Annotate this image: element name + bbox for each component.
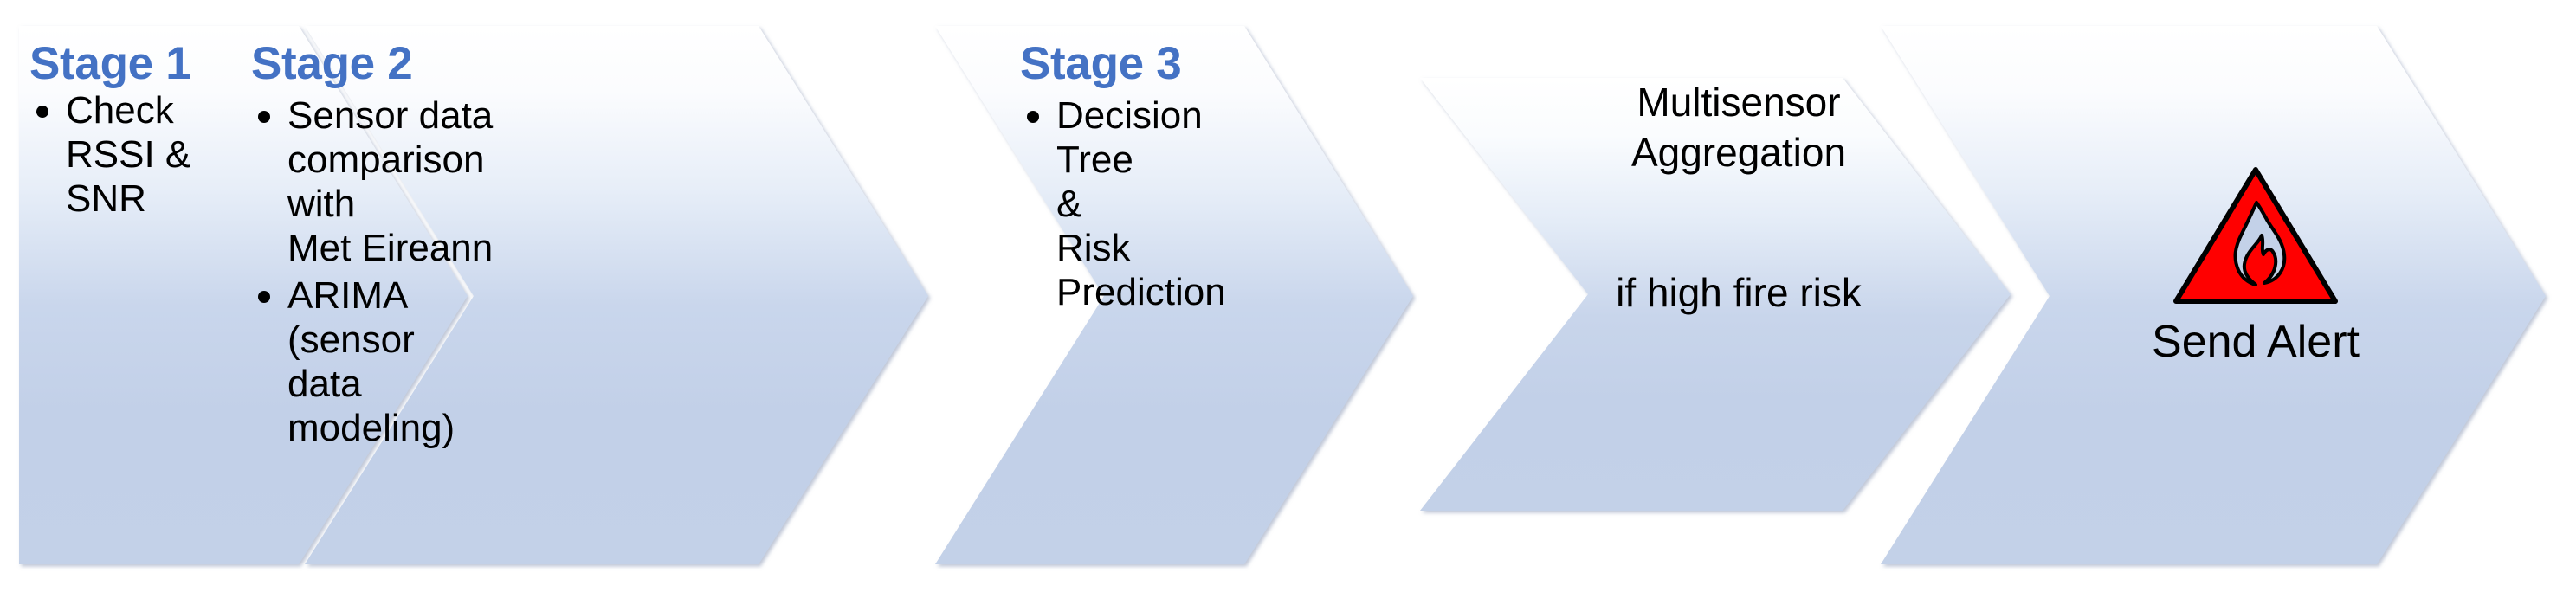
bullet-line: data modeling) (287, 362, 455, 449)
step-content-stage-2: Stage 2 Sensor data comparison with Met … (251, 40, 511, 450)
list-item: ARIMA (sensor data modeling) (251, 273, 511, 450)
stage-3-heading: Stage 3 (1020, 38, 1182, 89)
bullet-line: Prediction (1056, 270, 1226, 313)
step-content-send-alert: Send Alert (2082, 163, 2429, 367)
bullet-dot-icon (258, 110, 270, 123)
bullet-dot-icon (258, 291, 270, 303)
bullet-line: Decision (1056, 93, 1203, 137)
send-alert-label: Send Alert (2152, 317, 2360, 367)
chevron-shape-stage-1[interactable] (19, 26, 468, 564)
bullet-line: Met Eireann (287, 226, 494, 269)
bullet-line: with (287, 182, 356, 225)
list-item: Decision Tree & Risk Prediction (1020, 93, 1271, 314)
bullet-dot-icon (36, 105, 48, 118)
chevron-shape-stage-2[interactable] (305, 26, 928, 564)
bullet-line: & (1056, 182, 1082, 225)
chevron-shape-stage-3[interactable] (935, 26, 1413, 564)
fire-alert-triangle-icon (2173, 167, 2338, 304)
bullet-line: Risk (1056, 226, 1131, 269)
stage-1-heading: Stage 1 (29, 38, 191, 89)
bullet-line: Check (66, 88, 174, 132)
bullet-dot-icon (1027, 110, 1039, 123)
bullet-line: RSSI & SNR (66, 132, 191, 220)
bullet-line: Tree (1056, 138, 1133, 181)
multisensor-condition: if high fire risk (1531, 268, 1947, 319)
step-content-multisensor: Multisensor Aggregation (1531, 78, 1947, 177)
multisensor-line-1: Multisensor (1637, 80, 1841, 125)
list-item: Sensor data comparison with Met Eireann (251, 93, 511, 270)
chevron-shape-multisensor[interactable] (1420, 78, 2011, 511)
multisensor-line-2: Aggregation (1630, 129, 1847, 175)
step-content-stage-3: Stage 3 Decision Tree & Risk Prediction (1020, 40, 1271, 314)
list-item: Check RSSI & SNR (29, 88, 281, 221)
step-content-stage-1: Stage 1 Check RSSI & SNR (29, 40, 281, 221)
stage-2-bullet-list: Sensor data comparison with Met Eireann … (251, 93, 511, 450)
bullet-line: Sensor data (287, 93, 494, 137)
stage-3-bullet-list: Decision Tree & Risk Prediction (1020, 93, 1271, 314)
stage-1-bullet-list: Check RSSI & SNR (29, 88, 281, 221)
bullet-line: comparison (287, 138, 485, 181)
condition-text: if high fire risk (1616, 270, 1862, 315)
stage-2-heading: Stage 2 (251, 38, 413, 89)
bullet-line: ARIMA (sensor (287, 273, 415, 361)
